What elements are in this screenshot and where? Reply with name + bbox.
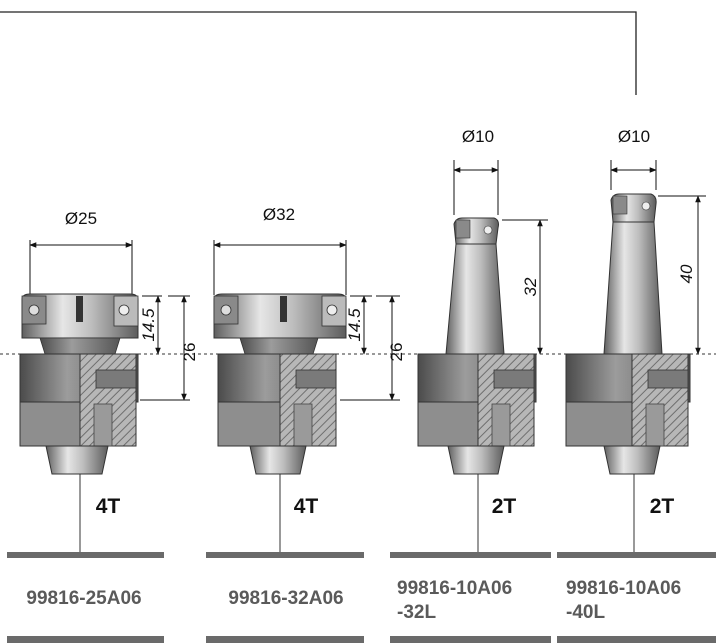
- product-code: 99816-25A06: [26, 588, 141, 609]
- tool-4: Ø10 40 2T: [565, 127, 706, 554]
- height-label: 26: [180, 343, 199, 362]
- product-code-suffix: -40L: [566, 602, 605, 623]
- rule-top: [206, 552, 364, 558]
- rule-bottom: [390, 636, 551, 643]
- tool-1: Ø25 14.5 26 4T: [19, 209, 199, 554]
- rule-top: [390, 552, 551, 558]
- height-label: 14.5: [345, 308, 364, 342]
- height-label: 32: [521, 277, 540, 296]
- product-code: 99816-32A06: [228, 588, 343, 609]
- diameter-label: Ø25: [65, 209, 97, 228]
- diameter-label: Ø32: [263, 205, 295, 224]
- product-code: 99816-10A06: [397, 578, 512, 599]
- teeth-label: 2T: [650, 495, 675, 518]
- product-code: 99816-10A06: [566, 578, 681, 599]
- rule-top: [557, 552, 716, 558]
- rule-top: [7, 552, 164, 558]
- teeth-label: 4T: [294, 495, 319, 518]
- teeth-label: 2T: [492, 495, 517, 518]
- height-label: 26: [387, 343, 406, 362]
- tool-3: Ø10 32 2T: [417, 127, 548, 554]
- diameter-label: Ø10: [462, 127, 494, 146]
- height-label: 14.5: [139, 308, 158, 342]
- tool-2: Ø32 14.5 26 4T: [213, 205, 406, 554]
- product-code-suffix: -32L: [397, 602, 436, 623]
- rule-bottom: [206, 636, 364, 643]
- height-label: 40: [677, 264, 696, 283]
- diameter-label: Ø10: [618, 127, 650, 146]
- rule-bottom: [557, 636, 716, 643]
- rule-bottom: [7, 636, 164, 643]
- frame-line: [0, 11, 637, 95]
- code-strip: 99816-25A06 99816-32A06 99816-10A06 -32L…: [7, 552, 716, 643]
- teeth-label: 4T: [96, 495, 121, 518]
